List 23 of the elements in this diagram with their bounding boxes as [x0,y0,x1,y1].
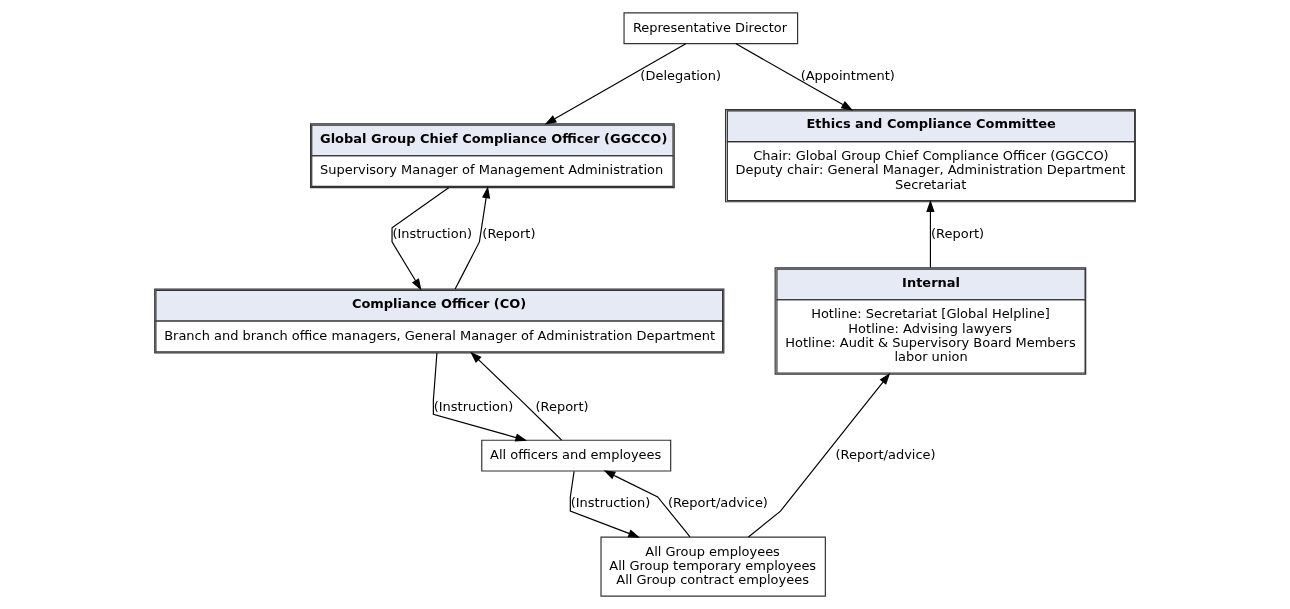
arrow [432,352,528,442]
node-box: All Group employees All Group temporary employees All Group contract employees [600,536,826,597]
edge-label: (Instruction) [570,495,651,511]
arrow [747,372,891,538]
arrow [454,186,491,290]
edge-label: (Report) [931,226,985,242]
edge-label: (Report/advice) [835,446,936,462]
edge-label: (Report) [535,398,589,414]
arrow [926,200,935,269]
node-box: Representative Director [623,12,799,45]
node-box: All officers and employees [481,439,672,472]
edge-label: (Delegation) [640,67,722,83]
arrow [391,187,450,291]
edge-label: (Report/advice) [667,495,768,511]
arrow [544,43,687,125]
edge-label: (Instruction) [392,226,472,242]
arrow [470,351,563,441]
arrow [735,43,853,111]
arrow [569,470,641,538]
edge-label: (Report) [482,226,536,242]
arrow [603,470,691,538]
edge-label: (Instruction) [433,398,514,414]
edge-label: (Appointment) [800,67,895,83]
